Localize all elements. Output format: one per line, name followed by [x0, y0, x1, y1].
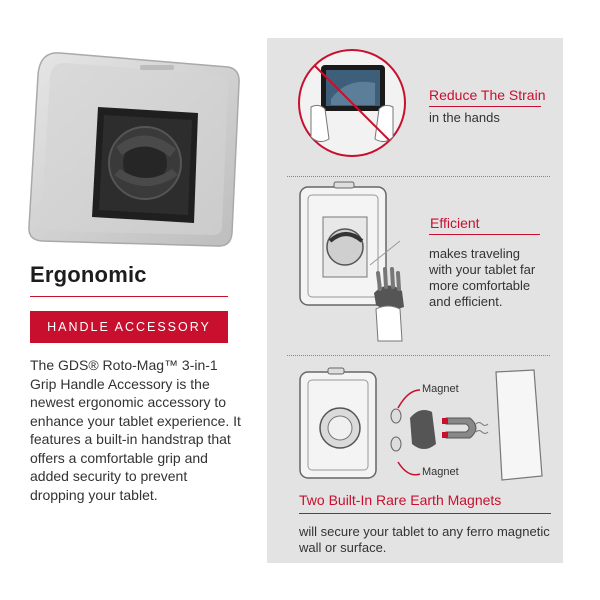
- feature-text-reduce-strain: in the hands: [429, 110, 500, 125]
- section-separator: [287, 355, 550, 356]
- feature-divider: [429, 234, 540, 235]
- feature-text-magnets: will secure your tablet to any ferro mag…: [299, 524, 550, 555]
- section-separator: [287, 176, 550, 177]
- feature-title-efficient: Efficient: [430, 215, 480, 231]
- heading-divider: [30, 296, 228, 297]
- feature-divider: [429, 106, 541, 107]
- feature-title-magnets: Two Built-In Rare Earth Magnets: [299, 492, 502, 508]
- section-heading: Ergonomic: [30, 262, 147, 287]
- magnet-label-bottom: Magnet: [422, 466, 459, 478]
- magnets-illustration: [299, 367, 543, 481]
- hands-holding-tablet-prohibited-icon: [298, 49, 406, 157]
- hand-strap-illustration: [299, 181, 404, 342]
- feature-divider: [299, 513, 551, 514]
- feature-text-efficient: makes traveling with your tablet far mor…: [429, 246, 536, 309]
- magnet-label-top: Magnet: [422, 383, 459, 395]
- product-description: The GDS® Roto-Mag™ 3-in-1 Grip Handle Ac…: [30, 357, 241, 503]
- handle-accessory-badge: HANDLE ACCESSORY: [30, 311, 228, 343]
- feature-title-reduce-strain: Reduce The Strain: [429, 87, 546, 103]
- tablet-case-product-image: [28, 52, 240, 247]
